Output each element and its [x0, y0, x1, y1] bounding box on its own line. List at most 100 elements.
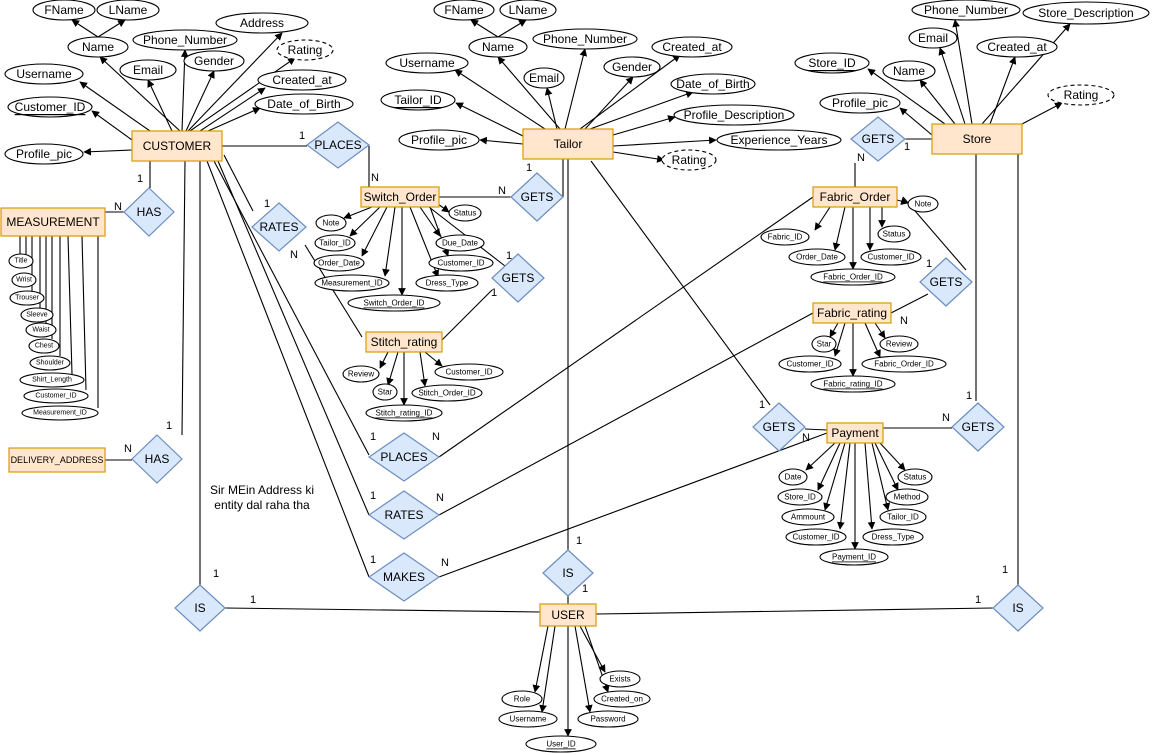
attribute-customer-id[interactable]: Customer_ID — [860, 248, 922, 266]
relationship-gets-pay1[interactable]: GETS — [752, 402, 806, 452]
attribute-profile-description[interactable]: Profile_Description — [673, 104, 795, 126]
attribute-email[interactable]: Email — [908, 27, 958, 49]
attribute-password[interactable]: Password — [577, 710, 639, 728]
attribute-date-of-birth[interactable]: Date_of_Birth — [670, 73, 756, 95]
relationship-rates2[interactable]: RATES — [367, 490, 441, 540]
attribute-username[interactable]: Username — [498, 710, 558, 728]
attribute-fabric-order-id[interactable]: Fabric_Order_ID — [810, 268, 896, 286]
attribute-phone-number[interactable]: Phone_Number — [132, 29, 238, 51]
attribute-date-of-birth[interactable]: Date_of_Birth — [254, 93, 354, 115]
attribute-trouser[interactable]: Trouser — [9, 290, 45, 306]
attribute-measurement-id[interactable]: Measurement_ID — [21, 405, 99, 421]
attribute-user-id[interactable]: User_ID — [525, 735, 597, 753]
attribute-review[interactable]: Review — [879, 335, 919, 353]
relationship-places1[interactable]: PLACES — [305, 121, 371, 169]
entity-fabric-rating[interactable]: Fabric_rating — [812, 302, 892, 324]
attribute-ammount[interactable]: Ammount — [781, 508, 835, 526]
entity-store[interactable]: Store — [931, 123, 1023, 155]
attribute-email[interactable]: Email — [119, 59, 177, 81]
attribute-customer-id[interactable]: Customer_ID — [428, 254, 494, 272]
entity-fabric-order[interactable]: Fabric_Order — [812, 186, 898, 208]
relationship-gets-pay2[interactable]: GETS — [951, 402, 1005, 452]
attribute-shirt-length[interactable]: Shirt_Length — [19, 372, 85, 388]
attribute-name[interactable]: Name — [468, 36, 528, 58]
attribute-review[interactable]: Review — [342, 365, 380, 383]
attribute-dress-type[interactable]: Dress_Type — [415, 274, 479, 292]
attribute-lname[interactable]: LName — [96, 0, 160, 21]
attribute-profile-pic[interactable]: Profile_pic — [819, 92, 901, 114]
attribute-customer-id[interactable]: Customer_ID — [7, 96, 93, 118]
attribute-customer-id[interactable]: Customer_ID — [785, 528, 847, 546]
attribute-username[interactable]: Username — [4, 63, 84, 85]
attribute-phone-number[interactable]: Phone_Number — [911, 0, 1021, 21]
attribute-gender[interactable]: Gender — [603, 56, 661, 78]
entity-customer[interactable]: CUSTOMER — [131, 130, 223, 162]
attribute-email[interactable]: Email — [523, 67, 565, 89]
attribute-status[interactable]: Status — [897, 468, 933, 486]
attribute-customer-id[interactable]: Customer_ID — [23, 388, 89, 404]
attribute-created-at[interactable]: Created_at — [651, 36, 733, 58]
attribute-payment-id[interactable]: Payment_ID — [819, 548, 889, 566]
entity-delivery-address[interactable]: DELIVERY_ADDRESS — [8, 447, 106, 473]
attribute-note[interactable]: Note — [907, 195, 939, 213]
attribute-due-date[interactable]: Due_Date — [435, 234, 485, 252]
relationship-gets-stitch[interactable]: GETS — [491, 253, 545, 303]
attribute-fname[interactable]: FName — [433, 0, 495, 21]
attribute-stitch-rating-id[interactable]: Stitch_rating_ID — [365, 404, 443, 422]
attribute-created-at[interactable]: Created_at — [257, 69, 347, 91]
attribute-tailor-id[interactable]: Tailor_ID — [879, 508, 927, 526]
attribute-store-id[interactable]: Store_ID — [777, 488, 823, 506]
attribute-order-date[interactable]: Order_Date — [313, 254, 365, 272]
attribute-wrist[interactable]: Wrist — [11, 272, 37, 288]
attribute-rating[interactable]: Rating — [661, 149, 717, 171]
attribute-switch-order-id[interactable]: Switch_Order_ID — [347, 294, 441, 312]
attribute-tailor-id[interactable]: Tailor_ID — [314, 234, 356, 252]
attribute-rating[interactable]: Rating — [276, 39, 334, 61]
attribute-store-description[interactable]: Store_Description — [1022, 1, 1150, 25]
attribute-fabric-order-id[interactable]: Fabric_Order_ID — [861, 355, 947, 373]
attribute-store-id[interactable]: Store_ID — [794, 52, 870, 74]
attribute-method[interactable]: Method — [885, 488, 929, 506]
relationship-has2[interactable]: HAS — [131, 434, 183, 484]
attribute-date[interactable]: Date — [778, 468, 808, 486]
attribute-address[interactable]: Address — [215, 12, 309, 34]
entity-tailor[interactable]: Tailor — [522, 128, 614, 160]
attribute-chest[interactable]: Chest — [28, 338, 60, 354]
attribute-exists[interactable]: Exists — [599, 670, 641, 688]
attribute-fname[interactable]: FName — [32, 0, 96, 21]
attribute-tailor-id[interactable]: Tailor_ID — [380, 89, 456, 111]
attribute-measurement-id[interactable]: Measurement_ID — [314, 274, 390, 292]
relationship-is-store[interactable]: IS — [992, 584, 1044, 632]
attribute-fabric-rating-id[interactable]: Fabric_rating_ID — [810, 375, 896, 393]
relationship-is-tailor[interactable]: IS — [542, 549, 594, 597]
attribute-rating[interactable]: Rating — [1047, 84, 1115, 106]
entity-switch-order[interactable]: Switch_Order — [360, 186, 440, 208]
relationship-gets-tailor[interactable]: GETS — [510, 172, 564, 222]
attribute-customer-id[interactable]: Customer_ID — [434, 363, 504, 381]
attribute-customer-id[interactable]: Customer_ID — [778, 355, 842, 373]
attribute-phone-number[interactable]: Phone_Number — [532, 28, 638, 50]
attribute-fabric-id[interactable]: Fabric_ID — [760, 228, 810, 246]
attribute-star[interactable]: Star — [372, 383, 398, 401]
entity-user[interactable]: USER — [539, 603, 597, 627]
attribute-experience-years[interactable]: Experience_Years — [716, 129, 842, 151]
attribute-title[interactable]: Title — [8, 253, 34, 269]
relationship-places2[interactable]: PLACES — [367, 432, 441, 482]
attribute-star[interactable]: Star — [811, 335, 837, 353]
attribute-lname[interactable]: LName — [499, 0, 557, 21]
entity-measurement[interactable]: MEASUREMENT — [0, 207, 106, 237]
attribute-stitch-order-id[interactable]: Stitch_Order_ID — [411, 384, 483, 402]
attribute-status[interactable]: Status — [877, 225, 911, 243]
attribute-name[interactable]: Name — [67, 36, 129, 58]
relationship-rates1[interactable]: RATES — [251, 202, 307, 252]
attribute-order-date[interactable]: Order_Date — [788, 248, 846, 266]
attribute-waist[interactable]: Waist — [25, 322, 57, 338]
relationship-is-cust[interactable]: IS — [174, 584, 226, 632]
relationship-has1[interactable]: HAS — [123, 187, 175, 237]
attribute-role[interactable]: Role — [501, 690, 543, 708]
attribute-name[interactable]: Name — [882, 60, 936, 82]
relationship-gets-store[interactable]: GETS — [850, 116, 906, 162]
attribute-created-on[interactable]: Created_on — [593, 690, 651, 708]
attribute-profile-pic[interactable]: Profile_pic — [398, 129, 480, 151]
attribute-sleeve[interactable]: Sleeve — [20, 307, 54, 323]
